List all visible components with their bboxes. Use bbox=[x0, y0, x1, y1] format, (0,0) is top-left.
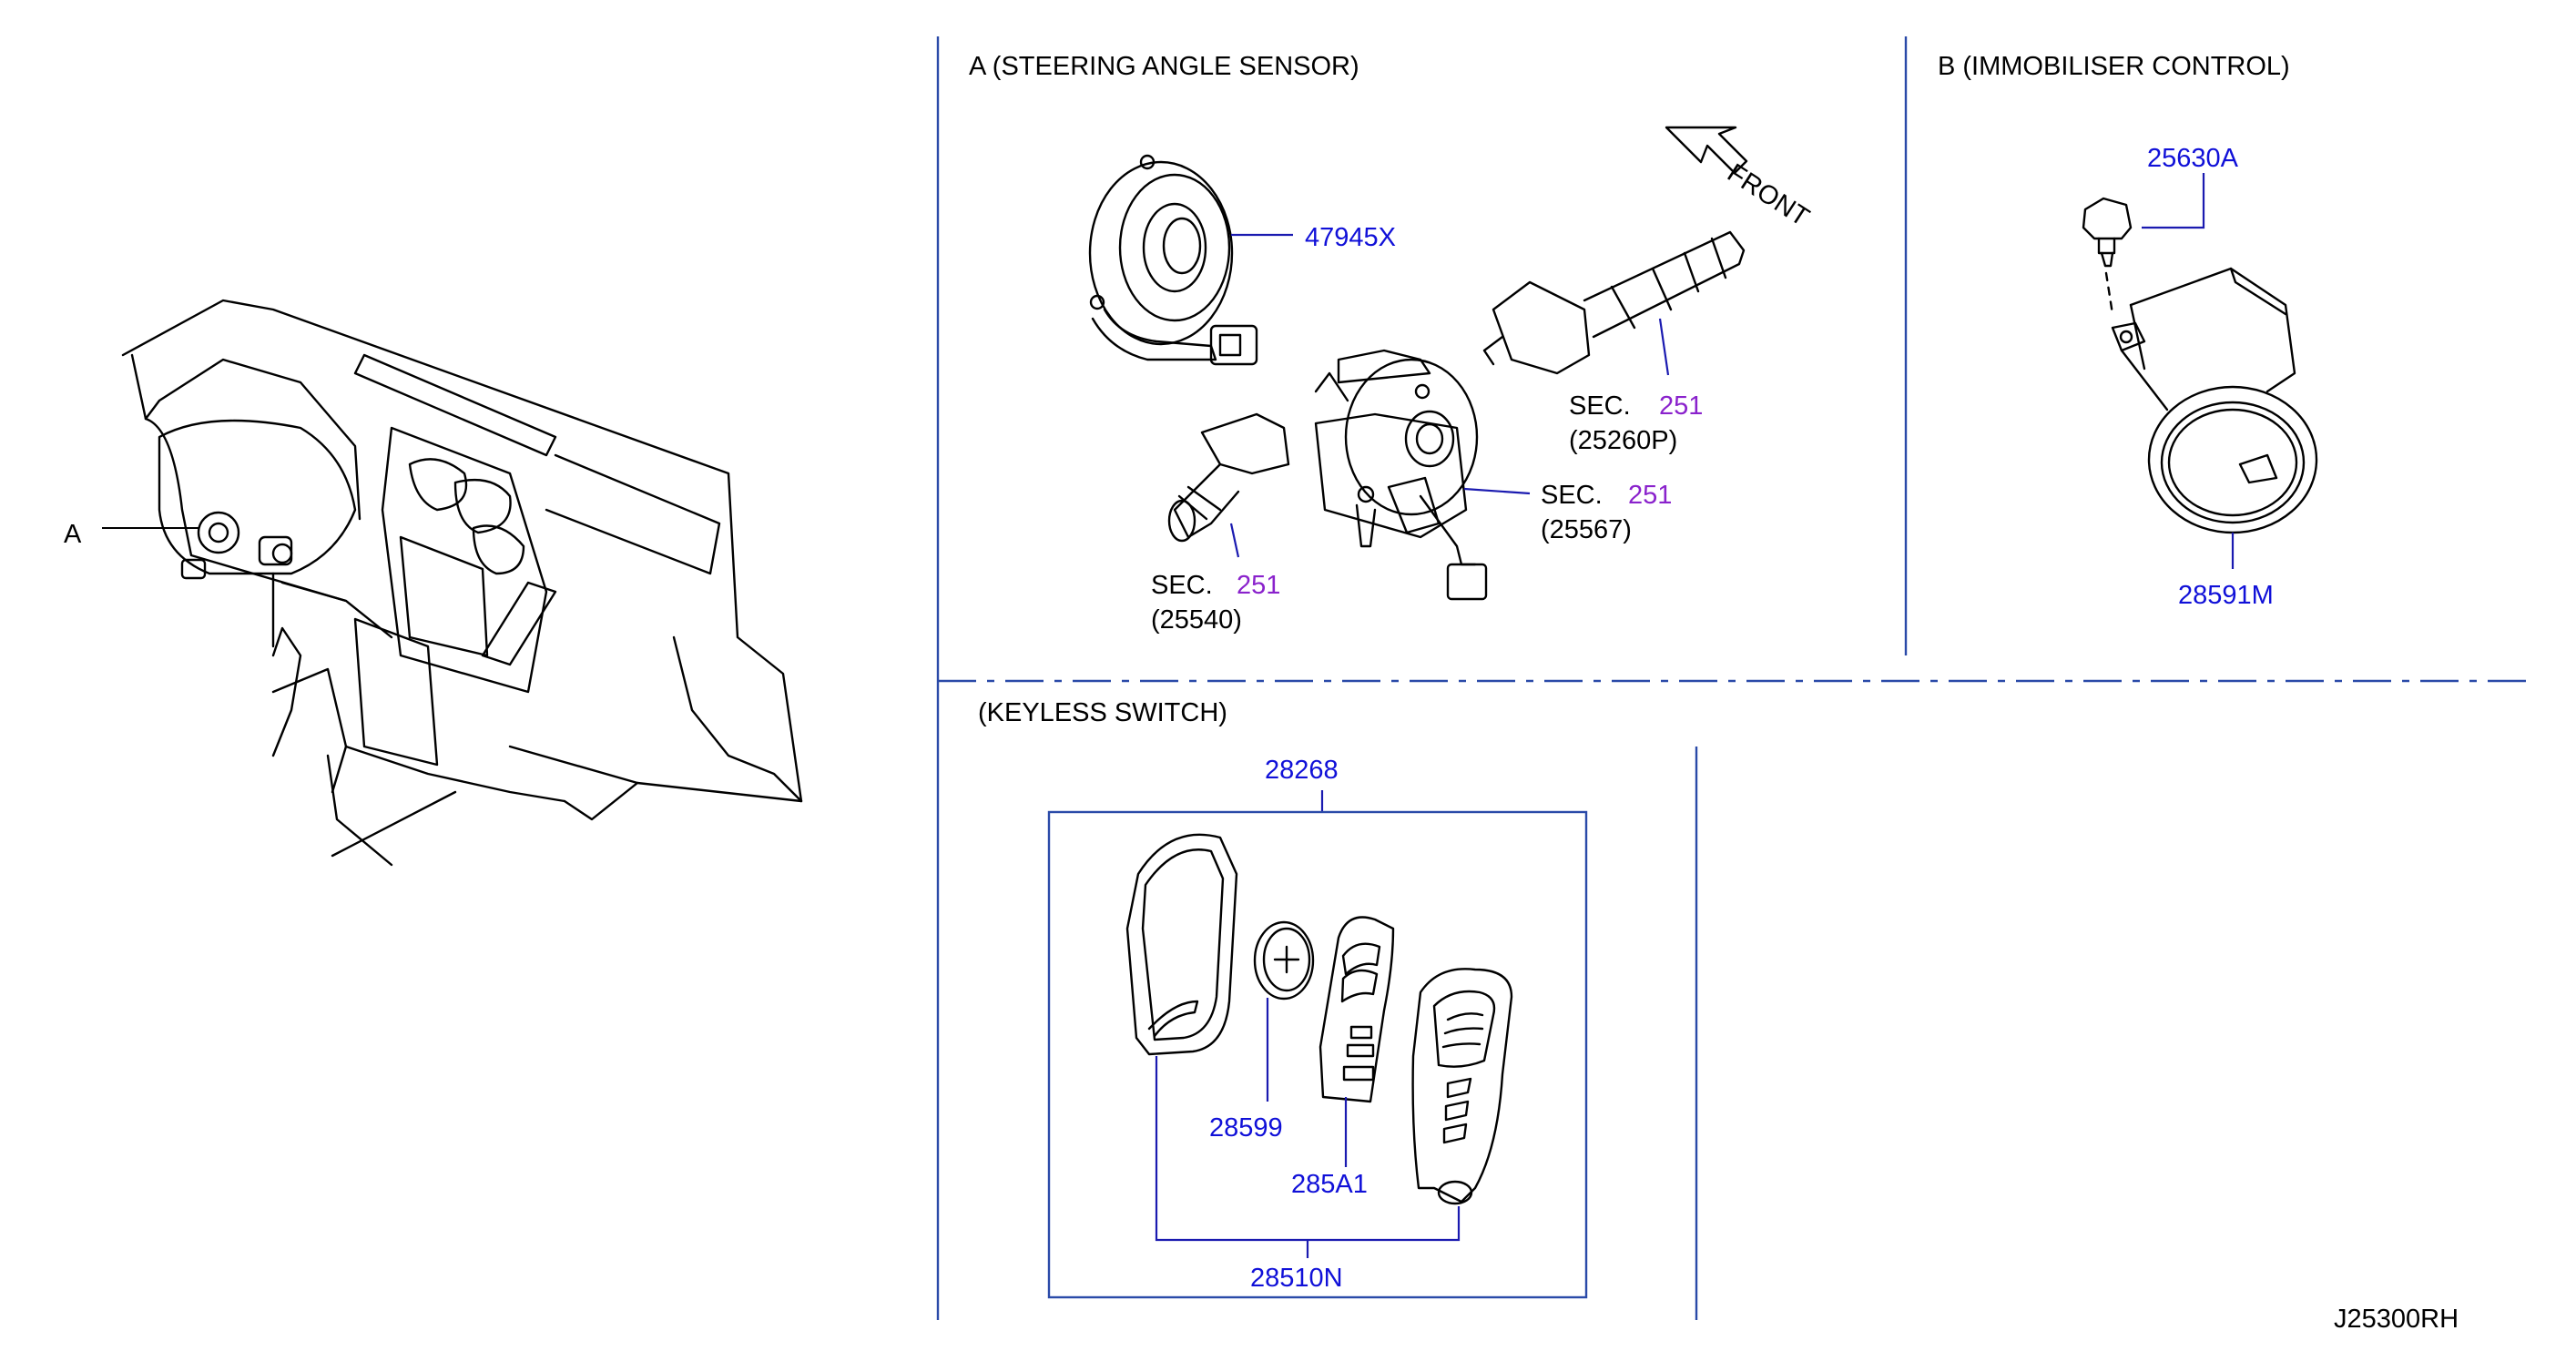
section-a-title: A (STEERING ANGLE SENSOR) bbox=[969, 52, 1359, 81]
leader-25630A bbox=[2142, 173, 2205, 229]
section-b-title: B (IMMOBILISER CONTROL) bbox=[1938, 52, 2290, 81]
sec-ref-3-part: (25540) bbox=[1151, 605, 1242, 635]
callout-a-label: A bbox=[64, 520, 82, 549]
leader-25540 bbox=[1229, 523, 1240, 558]
part-28510N: 28510N bbox=[1250, 1264, 1343, 1293]
sec-ref-2-number: 251 bbox=[1628, 481, 1672, 510]
steering-angle-sensor-part bbox=[1088, 154, 1258, 366]
key-fob-case-part bbox=[1125, 833, 1238, 1056]
diagram-id: J25300RH bbox=[2334, 1305, 2459, 1334]
leader-25260P bbox=[1658, 318, 1670, 376]
part-28599: 28599 bbox=[1209, 1113, 1283, 1143]
dashboard-illustration bbox=[121, 299, 803, 867]
front-arrow-icon bbox=[1665, 126, 1748, 175]
part-28268: 28268 bbox=[1265, 756, 1339, 785]
part-285A1: 285A1 bbox=[1291, 1170, 1368, 1199]
button-pad-part bbox=[1319, 916, 1395, 1103]
battery-part bbox=[1253, 920, 1315, 1001]
section-c-title: (KEYLESS SWITCH) bbox=[978, 698, 1227, 727]
sec-ref-3-prefix: SEC. bbox=[1151, 571, 1213, 600]
leader-28510N bbox=[1155, 1056, 1461, 1258]
part-47945X: 47945X bbox=[1305, 223, 1396, 252]
front-arrow-label: FRONT bbox=[1722, 158, 1814, 232]
sec-ref-2-prefix: SEC. bbox=[1541, 481, 1603, 510]
immobiliser-antenna-part bbox=[2111, 267, 2318, 534]
sec-ref-2-part: (25567) bbox=[1541, 515, 1632, 544]
part-25630A: 25630A bbox=[2147, 144, 2239, 173]
part-28591M: 28591M bbox=[2178, 581, 2274, 610]
sec-ref-1-part: (25260P) bbox=[1569, 426, 1677, 455]
sec-ref-3-number: 251 bbox=[1237, 571, 1280, 600]
keyless-kit-frame bbox=[1047, 810, 1588, 1299]
leader-25567 bbox=[1463, 487, 1531, 495]
immobiliser-screw-part bbox=[2082, 197, 2133, 316]
sec-ref-1-prefix: SEC. bbox=[1569, 391, 1631, 421]
key-fob-front-part bbox=[1411, 968, 1513, 1205]
sec-ref-1-number: 251 bbox=[1659, 391, 1703, 421]
combination-switch-part bbox=[1167, 230, 1746, 601]
